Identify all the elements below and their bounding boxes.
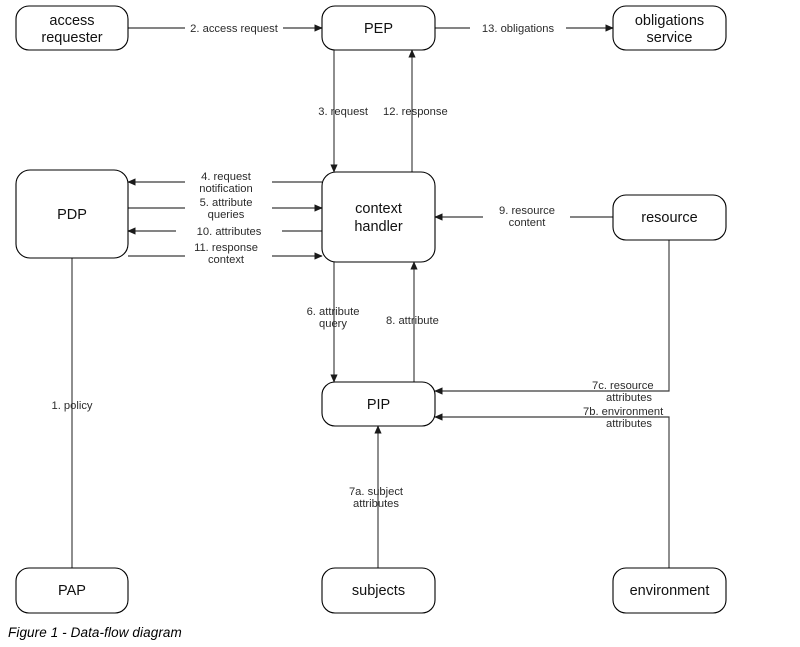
node-context-handler[interactable]: context handler bbox=[321, 171, 436, 263]
node-environment[interactable]: environment bbox=[612, 567, 727, 614]
edge-11-response-context: 11. response context bbox=[128, 242, 323, 266]
edge-label-11-line2: context bbox=[208, 254, 245, 266]
edge-10-attributes: 10. attributes bbox=[127, 226, 322, 238]
node-pip[interactable]: PIP bbox=[321, 381, 436, 427]
node-obligations-service[interactable]: obligations service bbox=[612, 5, 727, 51]
edge-label-7b-line2: attributes bbox=[606, 418, 652, 430]
node-label-access-requester-line1: access bbox=[49, 13, 94, 29]
node-label-pap: PAP bbox=[58, 583, 86, 599]
edge-label-7b-line1: 7b. environment bbox=[583, 406, 664, 418]
edge-label-12: 12. response bbox=[383, 106, 448, 118]
edge-6-attribute-query: 6. attribute query bbox=[307, 262, 360, 383]
edge-label-10: 10. attributes bbox=[197, 226, 262, 238]
edge-label-7c-line2: attributes bbox=[606, 392, 652, 404]
edge-label-7c-line1: 7c. resource bbox=[592, 380, 654, 392]
node-label-obligations-service-line1: obligations bbox=[635, 13, 704, 29]
edge-label-7a-line2: attributes bbox=[353, 498, 399, 510]
edge-label-4-line2: notification bbox=[199, 183, 253, 195]
edge-label-5-line2: queries bbox=[208, 209, 245, 221]
edge-label-6-line1: 6. attribute bbox=[307, 306, 360, 318]
edge-7c-resource-attributes: 7c. resource attributes bbox=[434, 240, 670, 404]
edge-label-6-line2: query bbox=[319, 318, 347, 330]
edge-label-4-line1: 4. request bbox=[201, 171, 252, 183]
edge-1-policy: 1. policy bbox=[51, 258, 93, 568]
edge-8-attribute: 8. attribute bbox=[386, 261, 439, 382]
edge-4-request-notification: 4. request notification bbox=[127, 171, 322, 195]
node-label-environment: environment bbox=[630, 583, 710, 599]
edge-3-request: 3. request bbox=[318, 50, 369, 173]
node-label-pep: PEP bbox=[364, 21, 393, 37]
node-pap[interactable]: PAP bbox=[15, 567, 129, 614]
node-label-context-handler-line1: context bbox=[355, 201, 402, 217]
node-resource[interactable]: resource bbox=[612, 194, 727, 241]
edge-label-9-line2: content bbox=[509, 217, 547, 229]
edge-9-resource-content: 9. resource content bbox=[434, 205, 613, 229]
node-pdp[interactable]: PDP bbox=[15, 169, 129, 259]
edge-label-7a-line1: 7a. subject bbox=[349, 486, 404, 498]
node-access-requester[interactable]: access requester bbox=[15, 5, 129, 51]
edge-12-response: 12. response bbox=[383, 49, 448, 172]
edge-label-2: 2. access request bbox=[190, 23, 279, 35]
edge-label-13: 13. obligations bbox=[482, 23, 555, 35]
node-subjects[interactable]: subjects bbox=[321, 567, 436, 614]
edge-label-3: 3. request bbox=[318, 106, 369, 118]
node-pep[interactable]: PEP bbox=[321, 5, 436, 51]
edge-7b-environment-attributes: 7b. environment attributes bbox=[434, 406, 670, 568]
node-label-context-handler-line2: handler bbox=[354, 219, 403, 235]
edge-13-obligations: 13. obligations bbox=[435, 23, 614, 35]
edge-7a-subject-attributes: 7a. subject attributes bbox=[349, 425, 404, 568]
node-label-obligations-service-line2: service bbox=[647, 30, 693, 46]
edge-label-1: 1. policy bbox=[51, 400, 92, 412]
edge-label-9-line1: 9. resource bbox=[499, 205, 555, 217]
edge-label-5-line1: 5. attribute bbox=[200, 197, 253, 209]
node-label-pip: PIP bbox=[367, 397, 390, 413]
node-label-pdp: PDP bbox=[57, 207, 87, 223]
edge-label-8: 8. attribute bbox=[386, 315, 439, 327]
node-label-subjects: subjects bbox=[352, 583, 405, 599]
edge-5-attribute-queries: 5. attribute queries bbox=[128, 197, 323, 221]
node-label-resource: resource bbox=[641, 210, 697, 226]
edge-label-11-line1: 11. response bbox=[194, 242, 258, 254]
edge-2-access-request: 2. access request bbox=[128, 23, 323, 35]
figure-caption: Figure 1 - Data-flow diagram bbox=[8, 625, 182, 640]
node-label-access-requester-line2: requester bbox=[41, 30, 102, 46]
